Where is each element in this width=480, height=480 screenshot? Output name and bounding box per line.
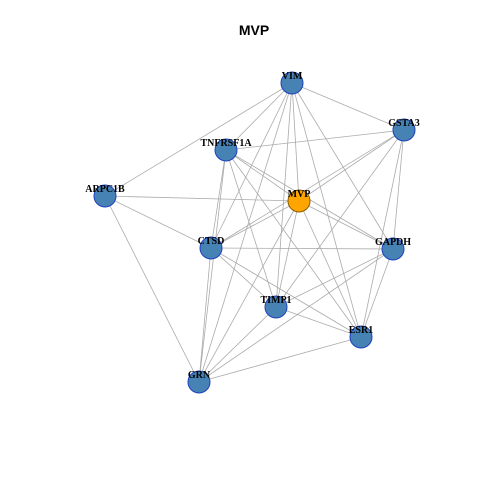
edge-mvp-ctsd	[210, 200, 300, 249]
edge-vim-gapdh	[291, 82, 394, 250]
node-label-esr1: ESR1	[349, 325, 373, 336]
edge-vim-tnfrsf1a	[225, 82, 293, 151]
edge-gsta3-gapdh	[392, 129, 405, 250]
node-label-gapdh: GAPDH	[375, 237, 411, 248]
edge-ctsd-esr1	[210, 247, 362, 338]
edge-mvp-timp1	[275, 200, 300, 308]
node-vim[interactable]	[280, 71, 304, 95]
node-label-tnfrsf1a: TNFRSF1A	[200, 138, 252, 149]
node-arpc1b[interactable]	[93, 184, 117, 208]
edge-gsta3-timp1	[275, 129, 405, 308]
node-label-ctsd: CTSD	[198, 236, 225, 247]
node-timp1[interactable]	[264, 295, 288, 319]
edge-gsta3-esr1	[360, 129, 405, 338]
edge-ctsd-gapdh	[210, 247, 394, 250]
node-mvp[interactable]	[287, 189, 311, 213]
edge-vim-gsta3	[291, 82, 405, 131]
edge-arpc1b-ctsd	[104, 195, 212, 249]
node-label-arpc1b: ARPC1B	[85, 184, 125, 195]
node-tnfrsf1a[interactable]	[214, 138, 238, 162]
edge-gapdh-esr1	[360, 248, 394, 338]
node-label-gsta3: GSTA3	[388, 118, 420, 129]
edge-ctsd-grn	[198, 247, 212, 383]
node-grn[interactable]	[187, 370, 211, 394]
edge-timp1-grn	[198, 306, 277, 383]
node-label-mvp: MVP	[288, 189, 311, 200]
edge-arpc1b-mvp	[104, 195, 300, 202]
edge-gsta3-tnfrsf1a	[225, 129, 405, 151]
node-esr1[interactable]	[349, 325, 373, 349]
edge-gsta3-ctsd	[210, 129, 405, 249]
edge-esr1-grn	[198, 336, 362, 383]
edge-vim-timp1	[275, 82, 293, 308]
node-layer	[93, 71, 416, 394]
edge-timp1-esr1	[275, 306, 362, 338]
edge-tnfrsf1a-timp1	[225, 149, 277, 308]
edge-gapdh-grn	[198, 248, 394, 383]
node-gapdh[interactable]	[381, 237, 405, 261]
edge-mvp-grn	[198, 200, 300, 383]
edge-vim-arpc1b	[104, 82, 293, 197]
edge-arpc1b-grn	[104, 195, 200, 383]
edge-tnfrsf1a-grn	[198, 149, 227, 383]
node-label-timp1: TIMP1	[260, 295, 291, 306]
edge-tnfrsf1a-esr1	[225, 149, 362, 338]
edge-gsta3-mvp	[298, 129, 405, 202]
edge-ctsd-timp1	[210, 247, 277, 308]
edge-mvp-esr1	[298, 200, 362, 338]
node-label-grn: GRN	[188, 370, 211, 381]
edge-vim-grn	[198, 82, 293, 383]
node-ctsd[interactable]	[199, 236, 223, 260]
node-gsta3[interactable]	[392, 118, 416, 142]
edge-gapdh-timp1	[275, 248, 394, 308]
graph-title: MVP	[239, 22, 269, 38]
edge-mvp-gapdh	[298, 200, 394, 250]
edge-tnfrsf1a-mvp	[225, 149, 300, 202]
node-label-vim: VIM	[282, 71, 303, 82]
